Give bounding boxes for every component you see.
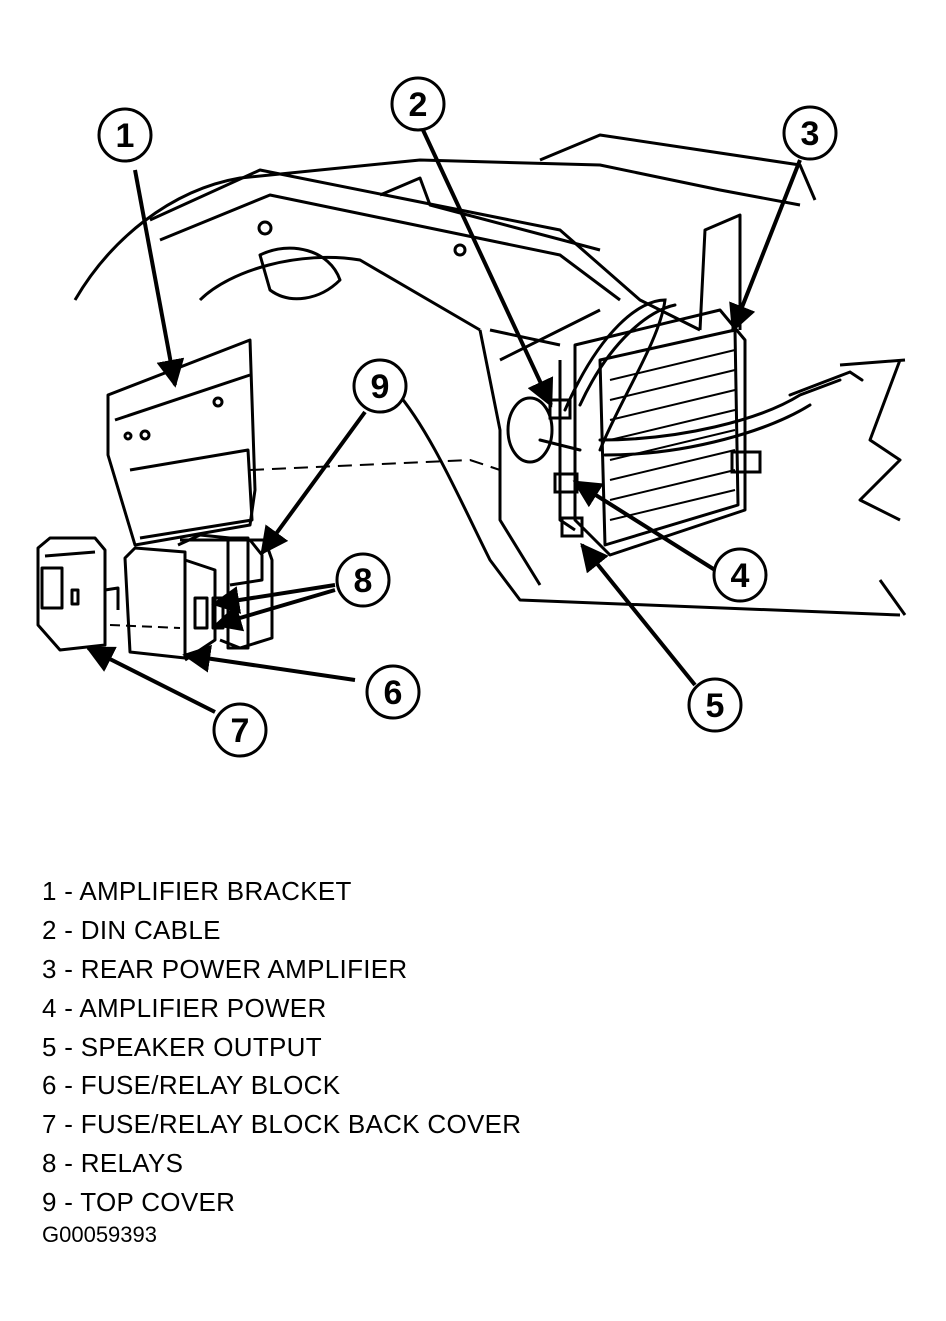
callout-5-label: 5 [706,687,725,725]
leader-arrows [85,129,802,714]
legend-item: 3 - REAR POWER AMPLIFIER [42,953,408,984]
callout-4-label: 4 [731,557,750,595]
callout-2: 2 [390,76,446,132]
top-cover [177,533,264,650]
amplifier-bracket [106,338,257,547]
callout-7-label: 7 [231,712,250,750]
legend-item: 9 - TOP COVER [42,1187,236,1218]
legend-item: 4 - AMPLIFIER POWER [42,992,327,1023]
callout-6-label: 6 [384,674,403,712]
legend-item: 8 - RELAYS [42,1148,184,1179]
callout-9-label: 9 [371,368,390,406]
vehicle-body-outline [73,133,907,617]
callout-9: 9 [352,358,408,414]
callout-1: 1 [97,107,153,163]
fuse-relay-block-back-cover [36,536,120,652]
callout-1-label: 1 [116,117,135,155]
legend-item: 6 - FUSE/RELAY BLOCK [42,1070,341,1101]
callout-5: 5 [687,677,743,733]
legend-item: 7 - FUSE/RELAY BLOCK BACK COVER [42,1109,522,1140]
callout-3-label: 3 [801,115,820,153]
legend-item: 5 - SPEAKER OUTPUT [42,1031,322,1062]
exploded-diagram: 1 2 3 4 5 6 7 8 9 [36,76,907,758]
callout-8-label: 8 [354,562,373,600]
callout-7: 7 [212,702,268,758]
rear-power-amplifier [558,308,747,557]
callout-4: 4 [712,547,768,603]
parts-legend: 1 - AMPLIFIER BRACKET 2 - DIN CABLE 3 - … [42,872,521,1222]
callout-8: 8 [335,552,391,608]
callout-6: 6 [365,664,421,720]
legend-item: 2 - DIN CABLE [42,914,221,945]
din-cable-and-harness [538,298,864,538]
figure-id: G00059393 [42,1222,157,1247]
callout-3: 3 [782,105,838,161]
callout-2-label: 2 [409,86,428,124]
legend-item: 1 - AMPLIFIER BRACKET [42,876,352,906]
